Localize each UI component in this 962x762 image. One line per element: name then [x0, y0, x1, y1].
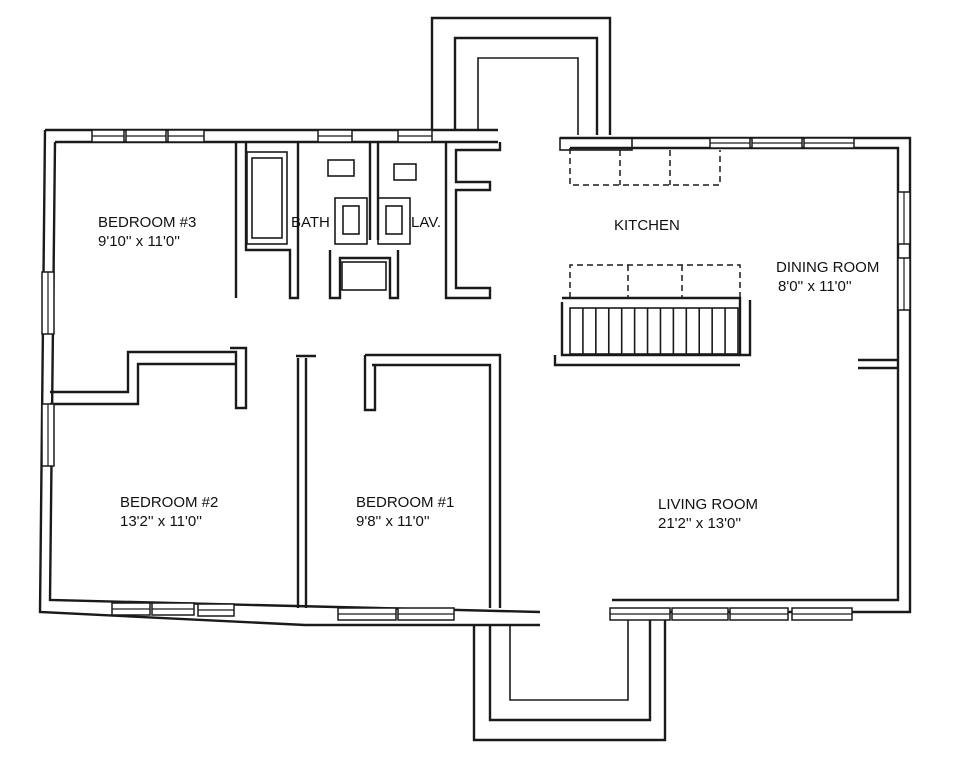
stairs — [569, 307, 739, 355]
bedroom3-name: BEDROOM #3 — [98, 214, 196, 231]
bottom-porch — [472, 615, 667, 742]
dining-room-size: 8'0'' x 11'0'' — [778, 278, 852, 295]
bedroom1-name: BEDROOM #1 — [356, 494, 454, 511]
window — [897, 257, 911, 311]
window — [397, 607, 455, 621]
living-room-size: 21'2'' x 13'0'' — [658, 515, 741, 532]
bath-fixtures — [246, 151, 417, 291]
window — [151, 602, 195, 616]
kitchen-cabinets — [559, 137, 741, 298]
bedroom1-size: 9'8'' x 11'0'' — [356, 513, 430, 530]
window — [803, 137, 855, 149]
window — [111, 602, 151, 616]
window — [397, 129, 433, 143]
window — [317, 129, 353, 143]
window — [167, 129, 205, 143]
window — [791, 607, 853, 621]
exterior-walls — [38, 128, 912, 627]
bath-name: BATH — [291, 214, 330, 231]
lav-name: LAV. — [411, 214, 441, 231]
room-labels: BEDROOM #3 9'10'' x 11'0'' BATH LAV. KIT… — [98, 214, 879, 532]
window — [197, 603, 235, 617]
windows — [41, 129, 911, 621]
window — [709, 137, 751, 149]
window — [897, 191, 911, 245]
interior-walls — [50, 142, 898, 608]
window — [671, 607, 729, 621]
bedroom3-size: 9'10'' x 11'0'' — [98, 233, 180, 250]
window — [91, 129, 125, 143]
kitchen-name: KITCHEN — [614, 217, 680, 234]
bedroom2-size: 13'2'' x 11'0'' — [120, 513, 202, 530]
top-porch — [430, 16, 612, 135]
window — [751, 137, 803, 149]
window — [41, 271, 55, 335]
window — [125, 129, 167, 143]
window — [337, 607, 397, 621]
living-room-name: LIVING ROOM — [658, 496, 758, 513]
window — [41, 403, 55, 467]
dining-room-name: DINING ROOM — [776, 259, 879, 276]
window — [609, 607, 671, 621]
window — [729, 607, 789, 621]
bedroom2-name: BEDROOM #2 — [120, 494, 218, 511]
